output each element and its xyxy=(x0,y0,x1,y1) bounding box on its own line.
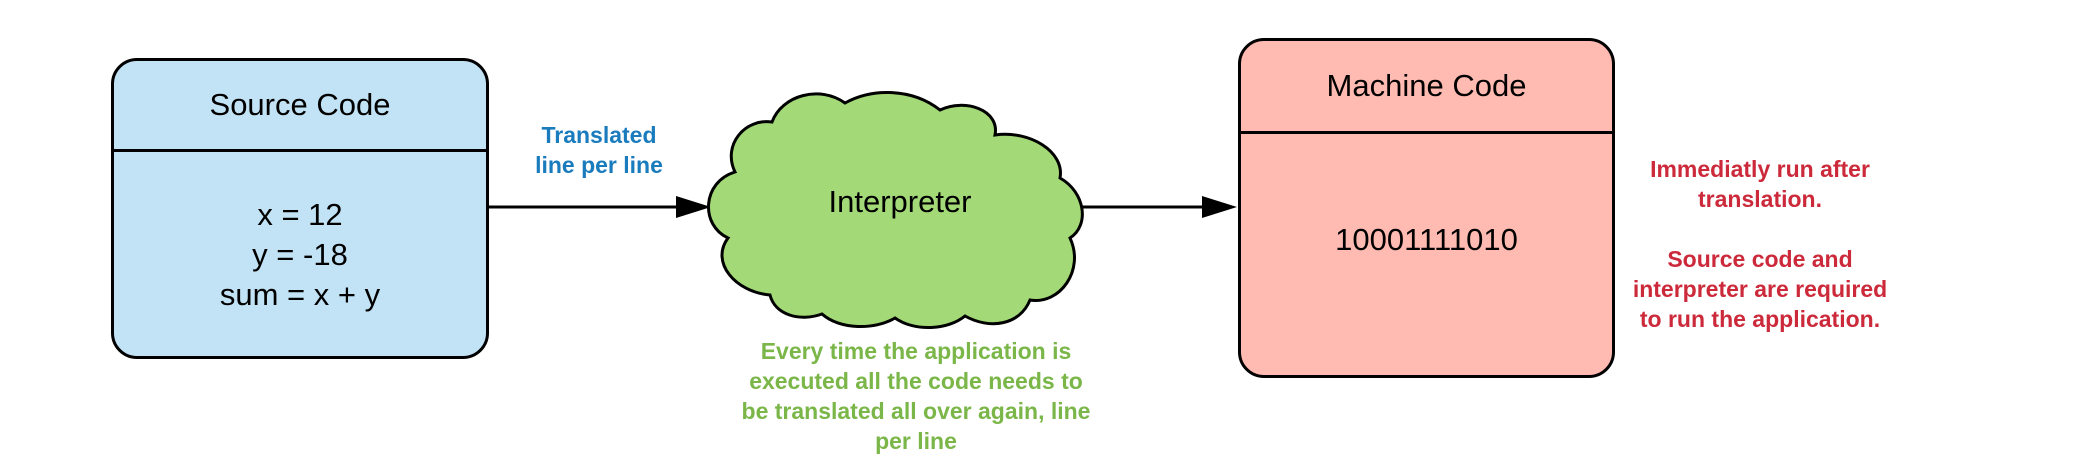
machine-code-title: Machine Code xyxy=(1241,41,1612,134)
source-code-body: x = 12 y = -18 sum = x + y xyxy=(114,152,486,356)
translated-note-line: line per line xyxy=(535,152,663,178)
machine-note-spacer xyxy=(1610,214,1910,244)
machine-code-value: 10001111010 xyxy=(1335,221,1518,257)
interpreter-note: Every time the application is executed a… xyxy=(716,336,1116,456)
interpreter-cloud-shape xyxy=(707,91,1084,330)
interpreter-note-line: Every time the application is xyxy=(760,338,1072,364)
interpreter-label: Interpreter xyxy=(828,184,972,219)
source-code-line: sum = x + y xyxy=(219,277,381,312)
machine-note: Immediatly run after translation. Source… xyxy=(1610,154,1910,334)
machine-code-body: 10001111010 xyxy=(1241,134,1612,375)
machine-note-line: Source code and xyxy=(1667,246,1853,272)
interpreter-note-line: executed all the code needs to xyxy=(749,368,1083,394)
interpreter-note-line: be translated all over again, line xyxy=(741,398,1091,424)
machine-note-line: translation. xyxy=(1698,186,1822,212)
translated-note: Translated line per line xyxy=(514,120,684,180)
interpreter-note-line: per line xyxy=(875,428,957,454)
source-code-line: x = 12 xyxy=(257,197,343,232)
source-code-box: Source Code x = 12 y = -18 sum = x + y xyxy=(111,58,489,359)
arrow-interpreter-to-machine xyxy=(1077,196,1237,218)
source-code-title: Source Code xyxy=(114,61,486,152)
arrow-source-to-interpreter xyxy=(489,196,711,218)
source-code-line: y = -18 xyxy=(252,237,348,272)
machine-note-line: Immediatly run after xyxy=(1650,156,1870,182)
machine-code-box: Machine Code 10001111010 xyxy=(1238,38,1615,378)
machine-note-line: to run the application. xyxy=(1639,306,1881,332)
machine-note-line: interpreter are required xyxy=(1632,276,1888,302)
translated-note-line: Translated xyxy=(541,122,657,148)
